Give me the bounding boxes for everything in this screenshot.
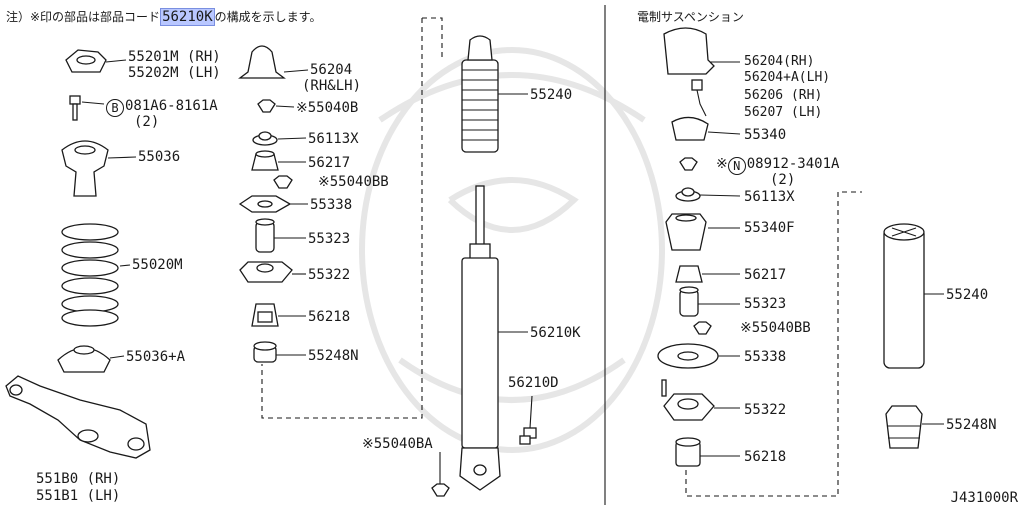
label-56113X[interactable]: 56113X bbox=[308, 131, 359, 147]
washer-part bbox=[252, 131, 278, 146]
shock-absorber-part bbox=[459, 185, 501, 491]
bump-rubber-part bbox=[253, 341, 277, 363]
diagram-code: J431000R bbox=[950, 490, 1018, 506]
label-56218[interactable]: 56218 bbox=[308, 309, 351, 325]
note-suffix: の構成を示します。 bbox=[214, 10, 322, 24]
label-r-55340F[interactable]: 55340F bbox=[744, 220, 795, 236]
note-highlight-part-code[interactable]: 56210K bbox=[160, 8, 215, 26]
label-55338[interactable]: 55338 bbox=[310, 197, 353, 213]
bump-stop-part-right bbox=[675, 265, 703, 283]
upper-mount-part bbox=[65, 49, 107, 73]
stopper-part bbox=[251, 303, 279, 327]
shock-bolt-part bbox=[519, 427, 537, 445]
label-r-55322[interactable]: 55322 bbox=[744, 402, 787, 418]
label-55040B[interactable]: ※55040B bbox=[296, 100, 359, 116]
bolt-part bbox=[69, 95, 81, 121]
spring-seat-lower-part bbox=[57, 345, 111, 373]
dust-cap-part bbox=[238, 45, 286, 79]
label-56204-rhlh: (RH&LH) bbox=[302, 78, 362, 94]
label-55201M[interactable]: 55201M (RH) bbox=[128, 49, 221, 65]
label-r-55338[interactable]: 55338 bbox=[744, 349, 787, 365]
mount-insulator-part bbox=[239, 261, 293, 283]
label-bolt-qty: (2) bbox=[134, 114, 160, 130]
label-56204[interactable]: 56204 bbox=[310, 62, 353, 78]
label-r-56206[interactable]: 56206 (RH) bbox=[744, 88, 823, 103]
note-prefix: 注）※印の部品は部品コード bbox=[6, 10, 161, 24]
label-56210D[interactable]: 56210D bbox=[508, 375, 559, 391]
label-55240[interactable]: 55240 bbox=[530, 87, 573, 103]
label-55020M[interactable]: 55020M bbox=[132, 257, 183, 273]
nut-part-right-2 bbox=[693, 321, 712, 335]
label-r-55340[interactable]: 55340 bbox=[744, 127, 787, 143]
bump-stop-part bbox=[251, 150, 279, 171]
plate-part-right bbox=[657, 343, 719, 369]
label-55040BA[interactable]: ※55040BA bbox=[362, 436, 433, 452]
label-r-55248N[interactable]: 55248N bbox=[946, 417, 997, 433]
mount-insulator-part-right bbox=[661, 379, 715, 421]
bushing-part bbox=[255, 218, 275, 253]
bump-rubber-part-right bbox=[885, 405, 923, 449]
nut-part-right bbox=[679, 157, 698, 171]
harness-part bbox=[671, 79, 709, 141]
watermark-emblem bbox=[359, 47, 665, 453]
right-section-title: 電制サスペンション bbox=[637, 10, 744, 24]
label-56210K[interactable]: 56210K bbox=[530, 325, 581, 341]
bushing-part-right bbox=[679, 286, 699, 317]
label-55323[interactable]: 55323 bbox=[308, 231, 351, 247]
label-55202M[interactable]: 55202M (LH) bbox=[128, 65, 221, 81]
actuator-cap-part bbox=[663, 27, 715, 75]
stopper-part-right bbox=[675, 437, 701, 467]
label-55036A[interactable]: 55036+A bbox=[126, 349, 186, 365]
label-r-56218[interactable]: 56218 bbox=[744, 449, 787, 465]
bolt-b-mark-icon: B bbox=[106, 99, 124, 117]
label-551B1[interactable]: 551B1 (LH) bbox=[36, 488, 121, 504]
lower-arm-part bbox=[5, 375, 151, 459]
label-55036[interactable]: 55036 bbox=[138, 149, 181, 165]
label-55040BB[interactable]: ※55040BB bbox=[318, 174, 389, 190]
coil-spring-part bbox=[61, 223, 119, 327]
label-56217[interactable]: 56217 bbox=[308, 155, 351, 171]
label-r-nut-qty: (2) bbox=[770, 172, 796, 188]
label-r-55040BB[interactable]: ※55040BB bbox=[740, 320, 811, 336]
nut-part-2 bbox=[273, 175, 293, 189]
label-551B0[interactable]: 551B0 (RH) bbox=[36, 471, 121, 487]
nut-part bbox=[257, 99, 276, 113]
dust-boot-part bbox=[461, 35, 499, 153]
washer-part-right bbox=[675, 187, 701, 202]
dust-boot-part-right bbox=[883, 223, 925, 369]
label-r-56204-rh[interactable]: 56204(RH) bbox=[744, 54, 815, 69]
bracket-part-right bbox=[665, 213, 707, 251]
shock-nut-part bbox=[431, 483, 450, 497]
label-55322[interactable]: 55322 bbox=[308, 267, 351, 283]
spring-seat-upper-part bbox=[61, 140, 109, 197]
plate-part bbox=[238, 195, 292, 213]
nut-n-mark-icon: N bbox=[727, 157, 746, 175]
label-r-55240[interactable]: 55240 bbox=[946, 287, 989, 303]
label-r-56207[interactable]: 56207 (LH) bbox=[744, 105, 823, 120]
label-55248N[interactable]: 55248N bbox=[308, 348, 359, 364]
label-r-55323[interactable]: 55323 bbox=[744, 296, 787, 312]
label-r-56204-lh[interactable]: 56204+A(LH) bbox=[744, 70, 831, 85]
label-r-56217[interactable]: 56217 bbox=[744, 267, 787, 283]
label-r-56113X[interactable]: 56113X bbox=[744, 189, 795, 205]
